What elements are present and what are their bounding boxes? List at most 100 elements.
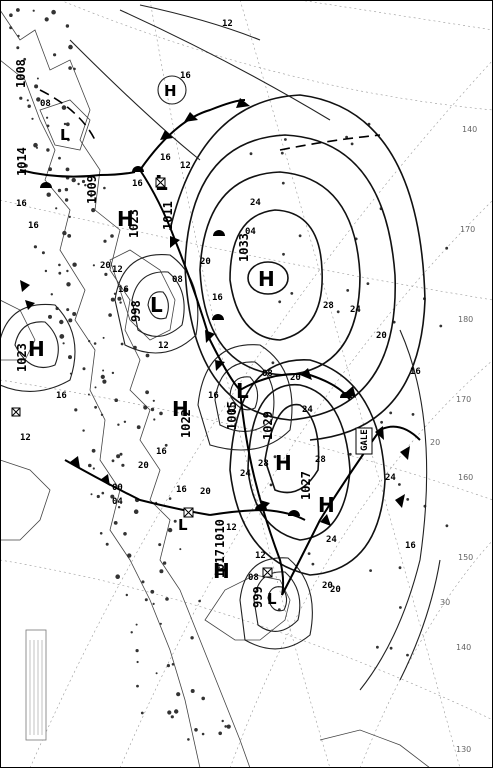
station-marker	[62, 342, 65, 345]
station-marker	[171, 663, 175, 666]
station-marker	[224, 725, 227, 728]
station-marker	[136, 660, 139, 664]
ship-report-marker	[307, 552, 311, 555]
high-symbol: H	[164, 82, 177, 100]
pressure-value: 1023	[127, 209, 141, 238]
isobars	[0, 4, 441, 691]
station-marker	[92, 467, 95, 470]
contour-label: 16	[405, 541, 416, 551]
station-marker	[168, 497, 172, 500]
low-symbol: L	[60, 126, 70, 144]
station-marker	[46, 116, 49, 119]
contour-label: 16	[118, 285, 129, 295]
ship-report-marker	[348, 452, 352, 456]
station-marker	[119, 452, 123, 456]
station-marker	[201, 732, 205, 736]
contour-label: 16	[132, 179, 143, 189]
contour-label: 16	[176, 485, 187, 495]
station-marker	[26, 99, 29, 102]
ship-report-marker	[284, 138, 287, 141]
station-marker	[158, 543, 162, 547]
pressure-value: 1008	[14, 59, 28, 88]
station-marker	[194, 728, 198, 732]
ship-report-marker	[411, 413, 415, 416]
pressure-value: 1029	[261, 411, 275, 440]
contour-label: 24	[302, 405, 313, 415]
station-marker	[82, 429, 85, 432]
ship-report-marker	[445, 524, 449, 528]
station-marker	[125, 593, 128, 597]
station-marker	[159, 622, 162, 625]
station-marker	[221, 719, 224, 723]
station-marker	[74, 408, 78, 412]
legend-strip	[25, 629, 47, 741]
high-symbol: H	[213, 559, 230, 583]
gale-warning: GALE	[355, 427, 373, 455]
high-symbol: H	[258, 267, 275, 291]
station-marker	[90, 493, 93, 496]
ship-report-marker	[389, 646, 393, 650]
station-marker	[90, 194, 93, 198]
ship-report-marker	[298, 234, 302, 238]
station-marker	[190, 689, 195, 693]
coastlines	[0, 9, 431, 768]
station-marker	[167, 527, 173, 533]
station-marker	[117, 506, 121, 509]
ship-report-marker	[439, 324, 443, 328]
station-marker	[140, 711, 144, 715]
pressure-value: 1022	[179, 409, 193, 438]
station-marker	[116, 454, 121, 459]
station-marker	[61, 105, 67, 110]
ship-report-marker	[249, 152, 253, 156]
station-marker	[136, 684, 139, 688]
station-marker	[48, 314, 52, 319]
contour-label: 16	[160, 153, 171, 163]
station-marker	[16, 8, 20, 12]
station-marker	[51, 9, 56, 15]
station-marker	[68, 44, 73, 50]
storm-markers	[11, 177, 273, 578]
station-marker	[32, 9, 35, 12]
station-marker	[84, 184, 87, 187]
station-marker	[19, 96, 23, 100]
station-marker	[68, 66, 72, 70]
contour-label: 16	[212, 293, 223, 303]
contour-label: 12	[158, 341, 169, 351]
ship-report-marker	[271, 361, 275, 365]
contour-label: 04	[245, 227, 256, 237]
station-marker	[87, 393, 90, 396]
pressure-value: 1010	[213, 519, 227, 548]
station-marker	[44, 269, 48, 273]
station-marker	[27, 104, 31, 108]
low-symbol: L	[267, 590, 277, 608]
station-marker	[16, 46, 20, 50]
station-marker	[34, 84, 39, 89]
ship-report-marker	[406, 653, 409, 657]
station-marker	[103, 186, 106, 190]
station-marker	[72, 262, 77, 267]
ship-report-marker	[336, 310, 340, 314]
station-marker	[117, 423, 120, 426]
station-marker	[179, 548, 182, 551]
contour-label: 12	[180, 161, 191, 171]
grid-label: 180	[458, 315, 473, 324]
station-marker	[50, 293, 53, 296]
station-marker	[111, 459, 115, 463]
high-symbol: H	[275, 451, 292, 475]
station-marker	[24, 163, 28, 168]
station-marker	[114, 398, 118, 403]
gale-box	[355, 427, 373, 455]
station-marker	[170, 715, 174, 719]
station-marker	[123, 420, 127, 423]
station-marker	[104, 272, 108, 276]
ship-report-marker	[366, 282, 370, 285]
ship-report-marker	[445, 246, 449, 250]
pressure-value: 1009	[85, 175, 99, 204]
station-marker	[141, 580, 145, 584]
ship-report-marker	[282, 252, 285, 256]
station-marker	[36, 146, 38, 149]
ship-report-marker	[278, 300, 282, 304]
station-marker	[55, 207, 58, 210]
contour-label: 20	[200, 487, 211, 497]
